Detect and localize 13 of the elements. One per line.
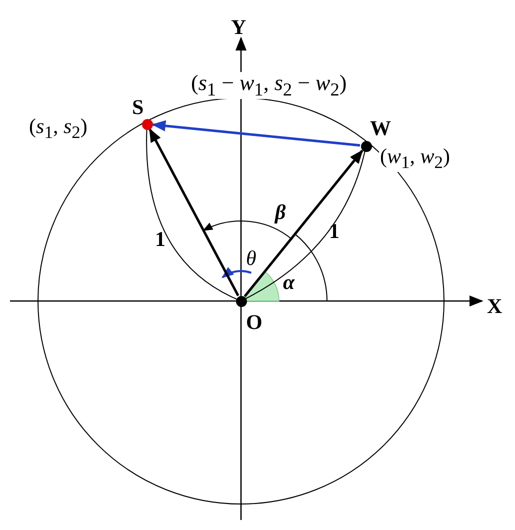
point-label: S <box>132 97 144 118</box>
angle-label: β <box>275 202 286 223</box>
vector-arrow <box>152 120 360 147</box>
coordinate-label: (w$_{1}$, w$_{2}$) <box>379 146 452 172</box>
angle-label: θ <box>246 248 256 269</box>
point-label: W <box>370 118 391 139</box>
axis-label: Y <box>231 17 246 38</box>
length-label: 1 <box>155 229 166 250</box>
vector-label: (s$_{1}$ − w$_{1}$, s$_{2}$ − w$_{2}$) <box>190 72 348 99</box>
angle-label: α <box>283 272 295 293</box>
axis-label: X <box>487 296 502 317</box>
point-label: O <box>246 312 262 333</box>
length-label: 1 <box>329 221 340 242</box>
